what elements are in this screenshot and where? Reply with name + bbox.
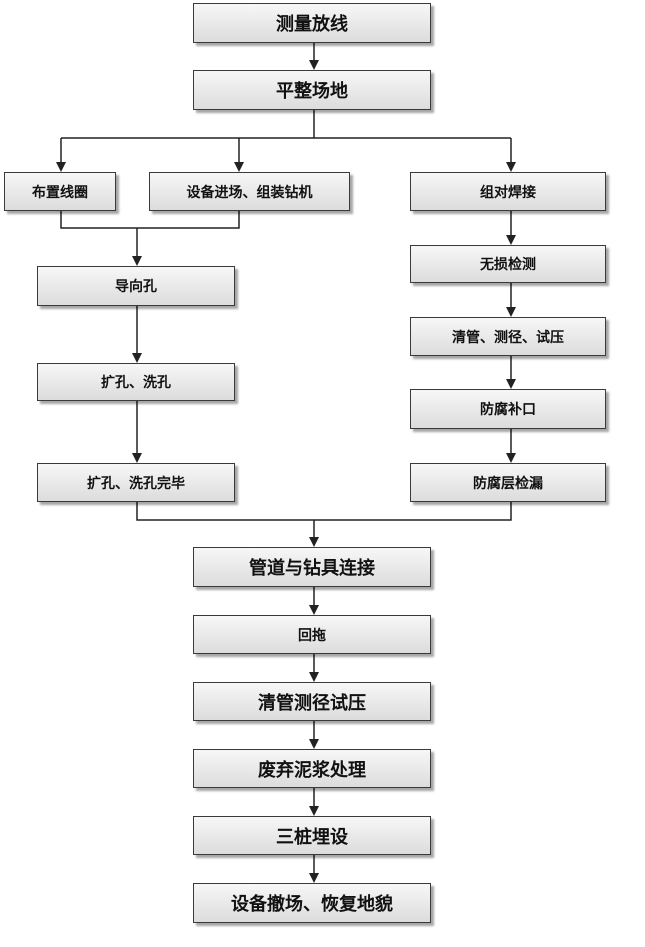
- node-pilot: 导向孔: [37, 266, 235, 306]
- node-restore: 设备撤场、恢复地貌: [193, 883, 431, 923]
- node-coil: 布置线圈: [4, 172, 116, 211]
- node-connect: 管道与钻具连接: [193, 547, 431, 587]
- node-weld: 组对焊接: [410, 172, 606, 211]
- node-clean-test: 清管、测径、试压: [410, 317, 606, 356]
- node-marker: 三桩埋设: [193, 816, 431, 855]
- node-coat-patch: 防腐补口: [410, 389, 606, 429]
- node-final-test: 清管测径试压: [193, 682, 431, 721]
- node-survey: 测量放线: [193, 3, 431, 43]
- node-mud: 废弃泥浆处理: [193, 749, 431, 788]
- node-pullback: 回拖: [193, 615, 431, 654]
- node-rig: 设备进场、组装钻机: [149, 172, 350, 211]
- node-ndt: 无损检测: [410, 245, 606, 283]
- merge-bar: [136, 502, 512, 521]
- merge-coil-rig: [60, 211, 240, 229]
- node-level-site: 平整场地: [193, 70, 431, 110]
- node-ream: 扩孔、洗孔: [37, 363, 235, 401]
- node-ream-done: 扩孔、洗孔完毕: [37, 463, 235, 502]
- node-coat-leak: 防腐层检漏: [410, 463, 606, 502]
